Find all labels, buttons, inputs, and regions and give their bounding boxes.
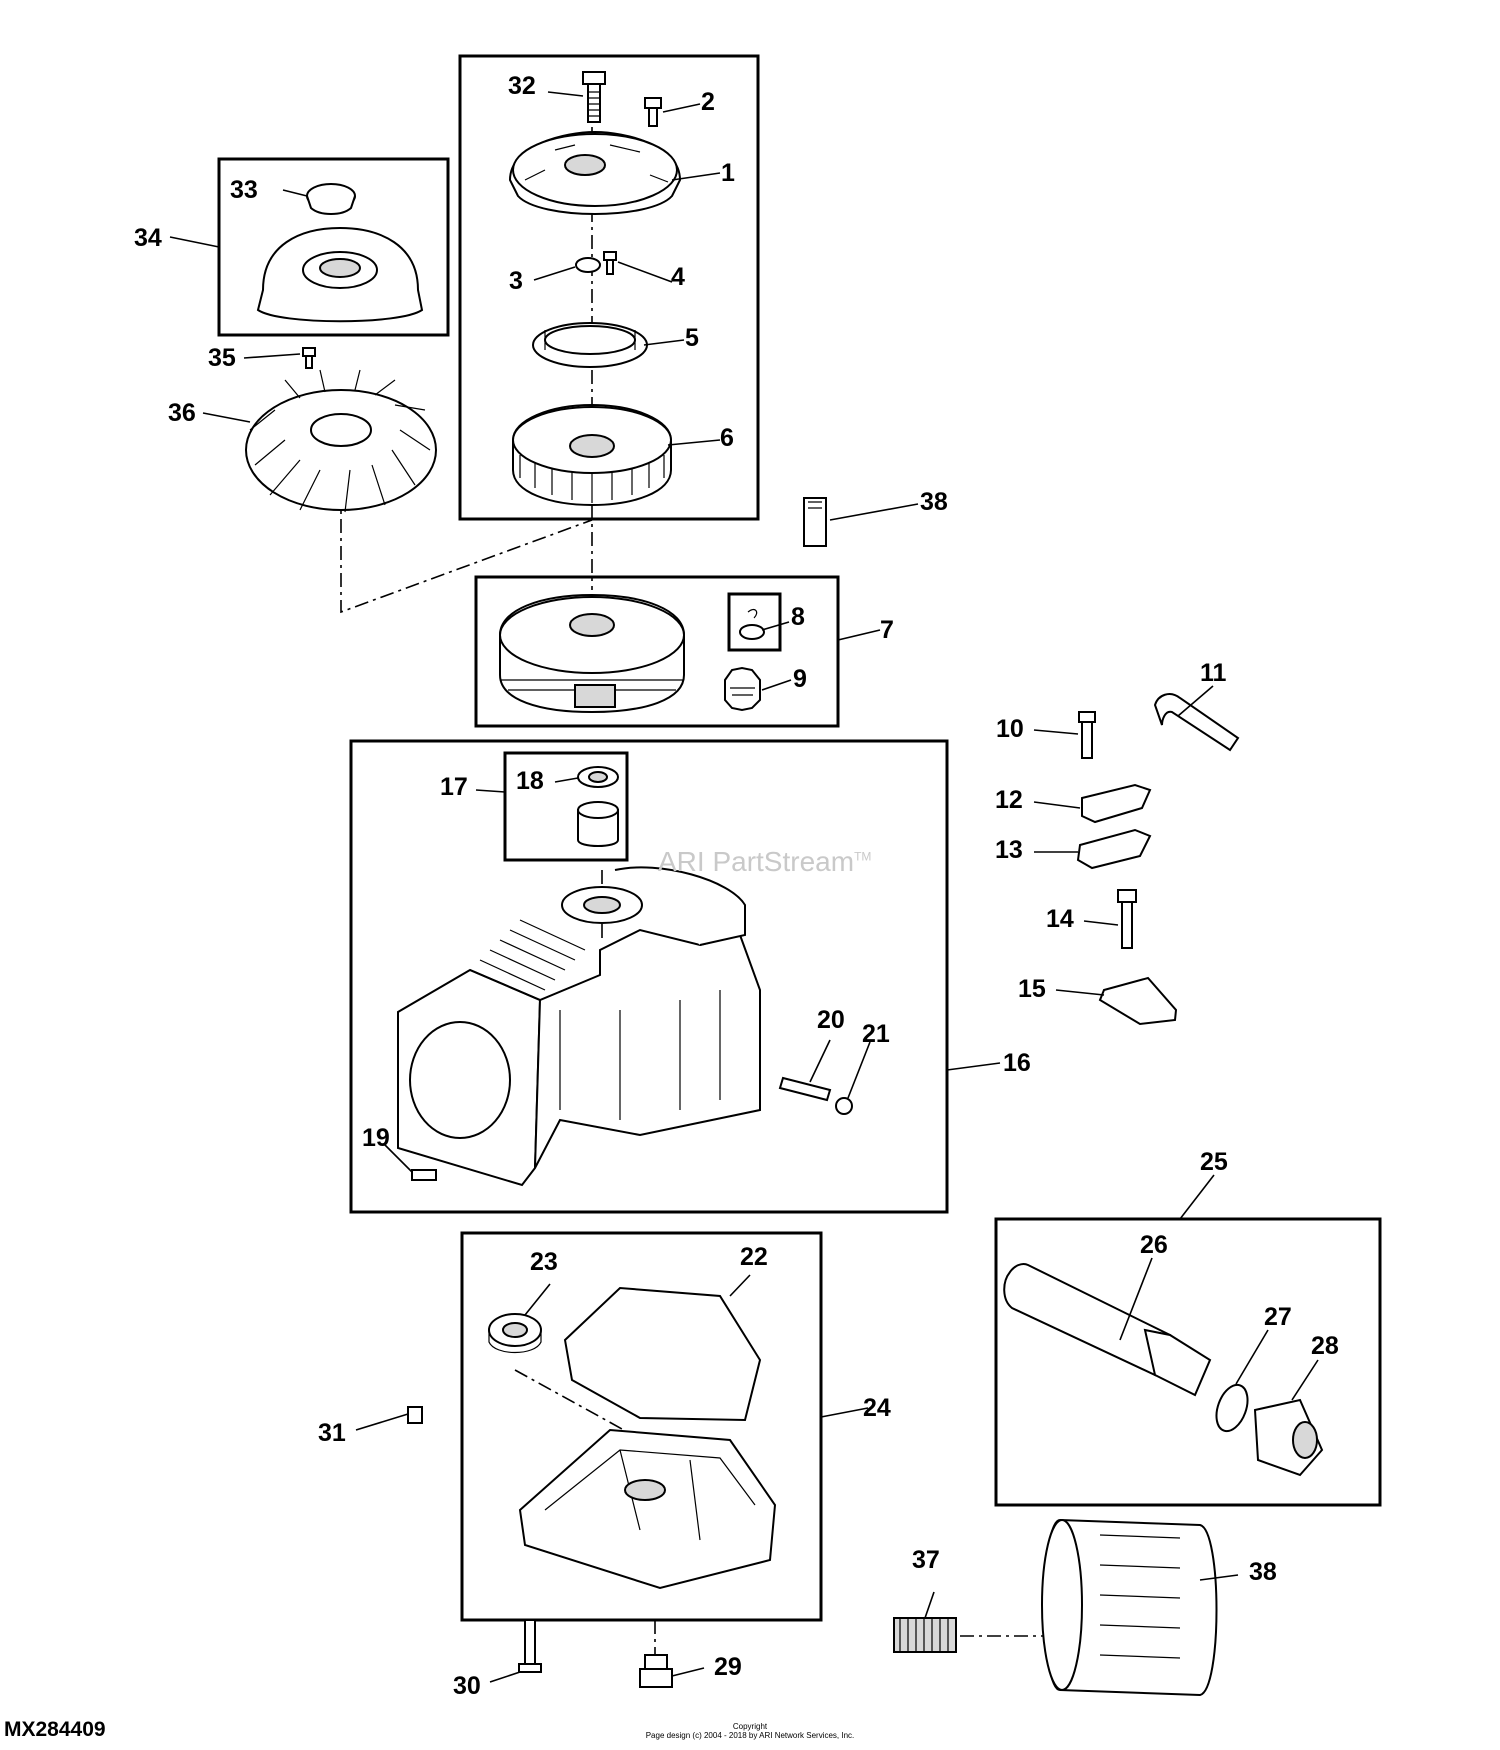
callout-13: 13 [995,836,1023,864]
oil-filter-part-38 [1041,1518,1218,1697]
flywheel-part-7 [499,593,685,714]
pin-part-19 [411,1169,437,1181]
copyright-notice: Copyright Page design (c) 2004 - 2018 by… [0,1722,1500,1740]
callout-38-lower: 38 [1249,1558,1277,1586]
group-box-bearing [503,751,629,862]
callout-15: 15 [1018,975,1046,1003]
leader-lines [169,91,1319,1683]
copyright-line-2: Page design (c) 2004 - 2018 by ARI Netwo… [645,1731,855,1740]
plate-part-15 [1098,976,1178,1026]
callout-12: 12 [995,786,1023,814]
crankcase-part-16 [397,866,761,1187]
callout-36: 36 [168,399,196,427]
key-part-8 [739,608,765,640]
tube-part-26 [1003,1262,1212,1397]
callout-33: 33 [230,176,258,204]
o-ring-part-27 [1215,1383,1249,1433]
callout-27: 27 [1264,1303,1292,1331]
fan-part-36 [245,369,437,513]
gasket-part-13 [1076,828,1152,870]
group-box-dipstick-tube [994,1217,1382,1507]
key-part-38-upper [803,497,827,547]
bolt-part-30 [518,1619,542,1673]
bearing-part-18 [577,766,619,847]
group-box-flywheel [474,575,840,728]
gasket-part-22 [563,1286,762,1422]
screw-part-2 [644,97,662,127]
callout-20: 20 [817,1006,845,1034]
callout-9: 9 [793,665,807,693]
nut-part-21 [835,1097,853,1115]
screw-part-35 [302,347,316,369]
cover-part-1 [508,130,682,215]
callout-10: 10 [996,715,1024,743]
callout-6: 6 [720,424,734,452]
callout-34: 34 [134,224,162,252]
callout-30: 30 [453,1672,481,1700]
bolt-part-10 [1078,711,1096,759]
washer-part-3 [575,257,601,273]
callout-21: 21 [862,1020,890,1048]
bolt-part-14 [1117,889,1137,949]
pin-part-20 [778,1076,832,1102]
callout-5: 5 [685,324,699,352]
group-box-oil-pan [460,1231,823,1622]
callout-1: 1 [721,159,735,187]
callout-24: 24 [863,1394,891,1422]
callout-35: 35 [208,344,236,372]
callout-38-upper: 38 [920,488,948,516]
callout-29: 29 [714,1653,742,1681]
housing-part-34 [256,226,424,323]
callout-16: 16 [1003,1049,1031,1077]
cap-part-28 [1253,1398,1324,1477]
callout-8: 8 [791,603,805,631]
centerline-fan [340,465,593,614]
group-box-blower-housing [458,54,760,521]
hose-part-11 [1153,693,1240,752]
callout-32: 32 [508,72,536,100]
callout-7: 7 [880,616,894,644]
callout-28: 28 [1311,1332,1339,1360]
callout-31: 31 [318,1419,346,1447]
seal-part-23 [488,1313,542,1353]
callout-4: 4 [671,263,685,291]
callout-17: 17 [440,773,468,801]
callout-2: 2 [701,88,715,116]
oil-pan-part-24 [518,1428,777,1590]
drain-plug-part-29 [639,1654,673,1688]
bolt-part-32 [582,71,606,123]
screw-part-4 [603,251,617,275]
gear-part-9 [724,666,761,712]
callout-22: 22 [740,1243,768,1271]
fan-part-6 [512,403,672,507]
callout-23: 23 [530,1248,558,1276]
callout-11: 11 [1200,659,1227,687]
callout-18: 18 [516,767,544,795]
watermark: ARI PartStreamTM [658,846,872,877]
callout-14: 14 [1046,905,1074,933]
cap-part-33 [306,183,356,215]
figure-id: MX284409 [4,1718,106,1741]
copyright-line-1: Copyright [732,1722,768,1731]
group-box-crankcase [349,739,949,1214]
callout-25: 25 [1200,1148,1228,1176]
fitting-part-37 [893,1617,957,1653]
callout-37: 37 [912,1546,940,1574]
plug-part-31 [407,1406,423,1424]
ring-part-5 [532,322,648,368]
group-box-key [727,592,782,652]
callout-26: 26 [1140,1231,1168,1259]
callout-19: 19 [362,1124,390,1152]
bracket-part-12 [1081,783,1152,824]
callout-3: 3 [509,267,523,295]
